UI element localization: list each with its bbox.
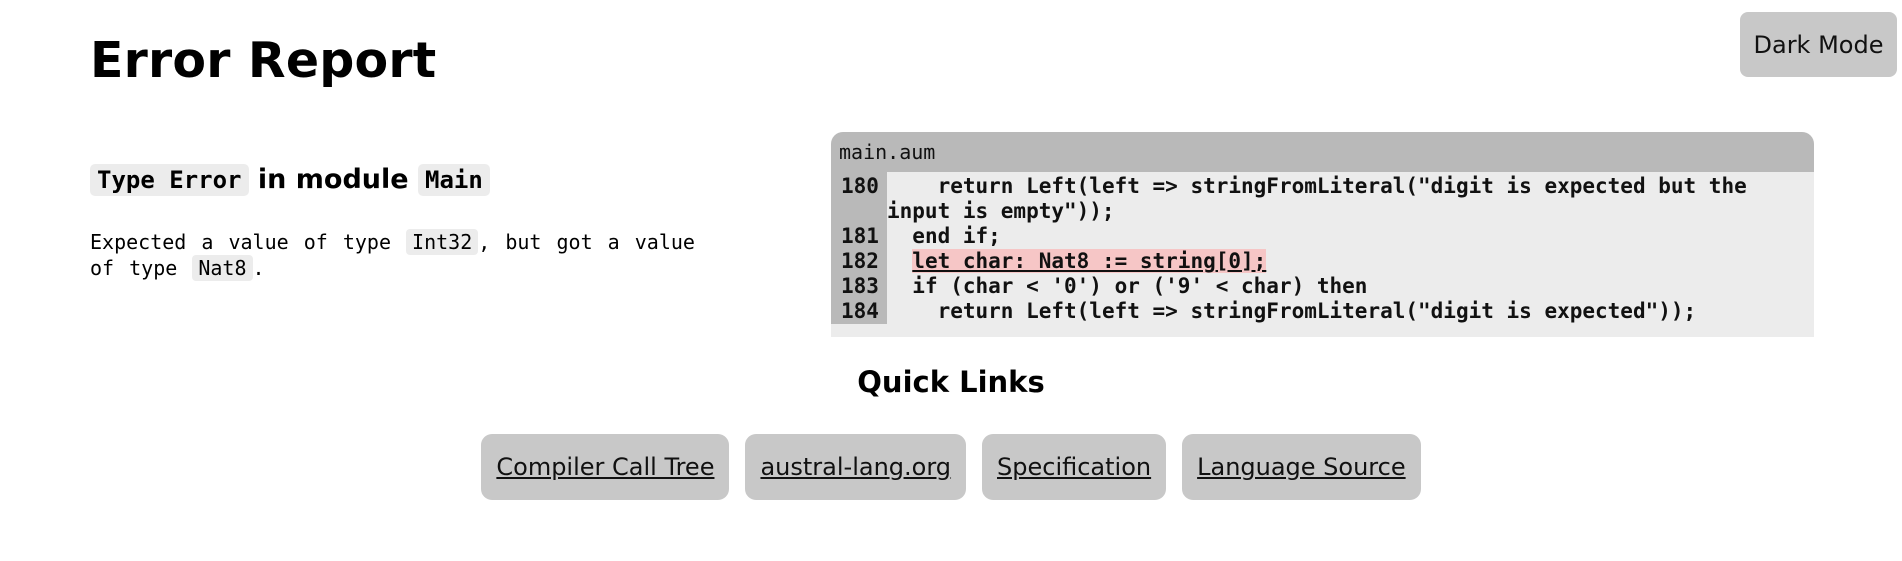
line-code: if (char < '0') or ('9' < char) then [887,274,1368,298]
code-line: 184 return Left(left => stringFromLitera… [831,299,1814,324]
line-number: 180 [831,172,887,224]
expected-type: Int32 [406,229,479,255]
message-suffix: . [252,256,265,280]
line-number: 182 [831,249,887,274]
austral-lang-link[interactable]: austral-lang.org [745,434,967,500]
page-title: Error Report [90,32,437,89]
code-line-highlighted: 182 let char: Nat8 := string[0]; [831,249,1814,274]
in-module-text: in module [257,164,409,195]
line-number: 184 [831,299,887,324]
compiler-call-tree-link[interactable]: Compiler Call Tree [481,434,730,500]
line-code: end if; [887,224,1001,248]
line-indent [887,249,912,273]
code-filename: main.aum [831,132,1814,172]
dark-mode-button[interactable]: Dark Mode [1740,12,1897,77]
message-middle: , but got a value of type [90,230,695,280]
line-code: return Left(left => stringFromLiteral("d… [887,174,1760,223]
code-line: 181 end if; [831,224,1814,249]
message-prefix: Expected a value of type [90,230,391,254]
language-source-link[interactable]: Language Source [1182,434,1421,500]
line-number: 181 [831,224,887,249]
code-line: 180 return Left(left => stringFromLitera… [831,172,1814,224]
quick-links-title: Quick Links [857,365,1045,399]
error-kind: Type Error [90,164,249,196]
error-highlight: let char: Nat8 := string[0]; [912,249,1267,273]
error-message: Expected a value of type Int32, but got … [90,229,730,281]
line-number: 183 [831,274,887,299]
line-code: let char: Nat8 := string[0]; [887,249,1814,274]
actual-type: Nat8 [192,255,253,281]
code-panel: main.aum 180 return Left(left => stringF… [831,132,1814,337]
module-name: Main [418,164,490,196]
code-line: 183 if (char < '0') or ('9' < char) then [831,274,1814,299]
quick-links: Compiler Call Tree austral-lang.org Spec… [0,434,1902,500]
specification-link[interactable]: Specification [982,434,1167,500]
line-code: return Left(left => stringFromLiteral("d… [887,299,1697,323]
error-heading: Type Error in module Main [90,160,490,200]
